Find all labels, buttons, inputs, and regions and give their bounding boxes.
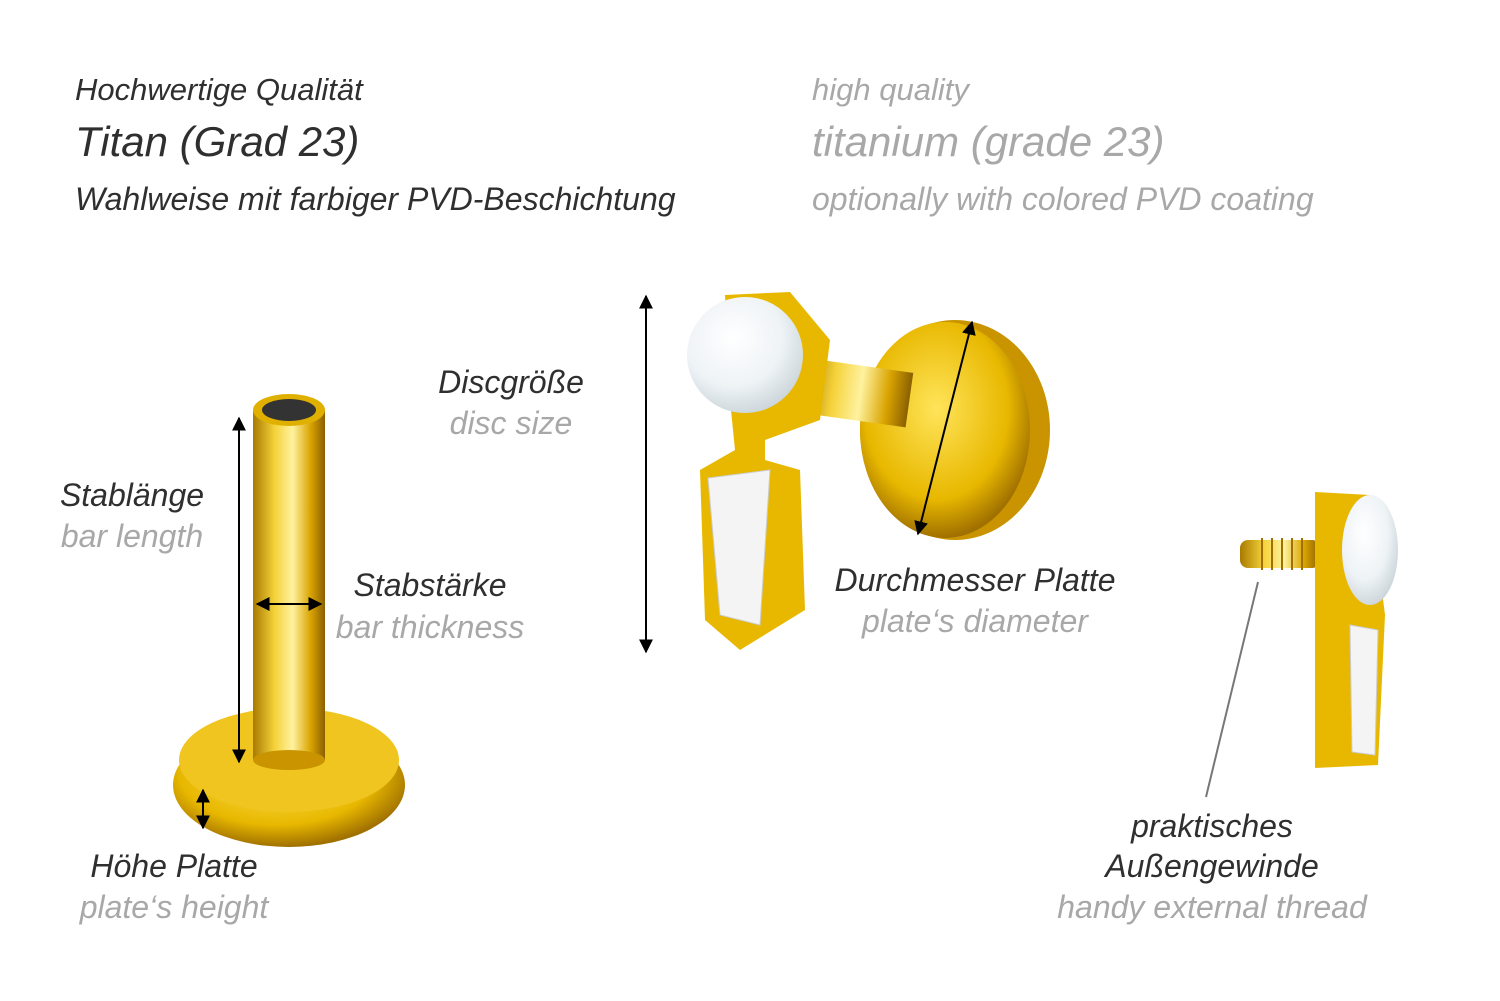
plate-diameter-de: Durchmesser Platte <box>834 562 1116 598</box>
header-en-coating: optionally with colored PVD coating <box>812 181 1314 217</box>
thread-pointer-line <box>1205 581 1259 798</box>
plate-height-de: Höhe Platte <box>90 848 258 884</box>
bar-length-en: bar length <box>60 518 204 554</box>
plate-diameter-arrow <box>914 320 976 536</box>
threaded-top-image <box>1240 492 1398 768</box>
plate-diameter-en: plate‘s diameter <box>862 603 1088 639</box>
disc-size-de: Discgröße <box>438 364 584 400</box>
disc-size-en: disc size <box>449 405 573 441</box>
bar-length-de: Stablänge <box>59 477 205 513</box>
bar-thickness-de: Stabstärke <box>353 567 507 603</box>
thread-en: handy external thread <box>1057 889 1367 925</box>
header-de-quality: Hochwertige Qualität <box>75 72 363 107</box>
bar-thickness-en: bar thickness <box>335 609 525 645</box>
thread-de-line1: praktisches <box>1131 808 1293 844</box>
header-en-quality: high quality <box>812 72 969 107</box>
header-de-material: Titan (Grad 23) <box>75 118 360 165</box>
header-de-coating: Wahlweise mit farbiger PVD-Beschichtung <box>75 181 676 217</box>
thread-de-line2: Außengewinde <box>1105 848 1319 884</box>
plate-height-en: plate‘s height <box>79 889 269 925</box>
header-en-material: titanium (grade 23) <box>812 118 1165 165</box>
